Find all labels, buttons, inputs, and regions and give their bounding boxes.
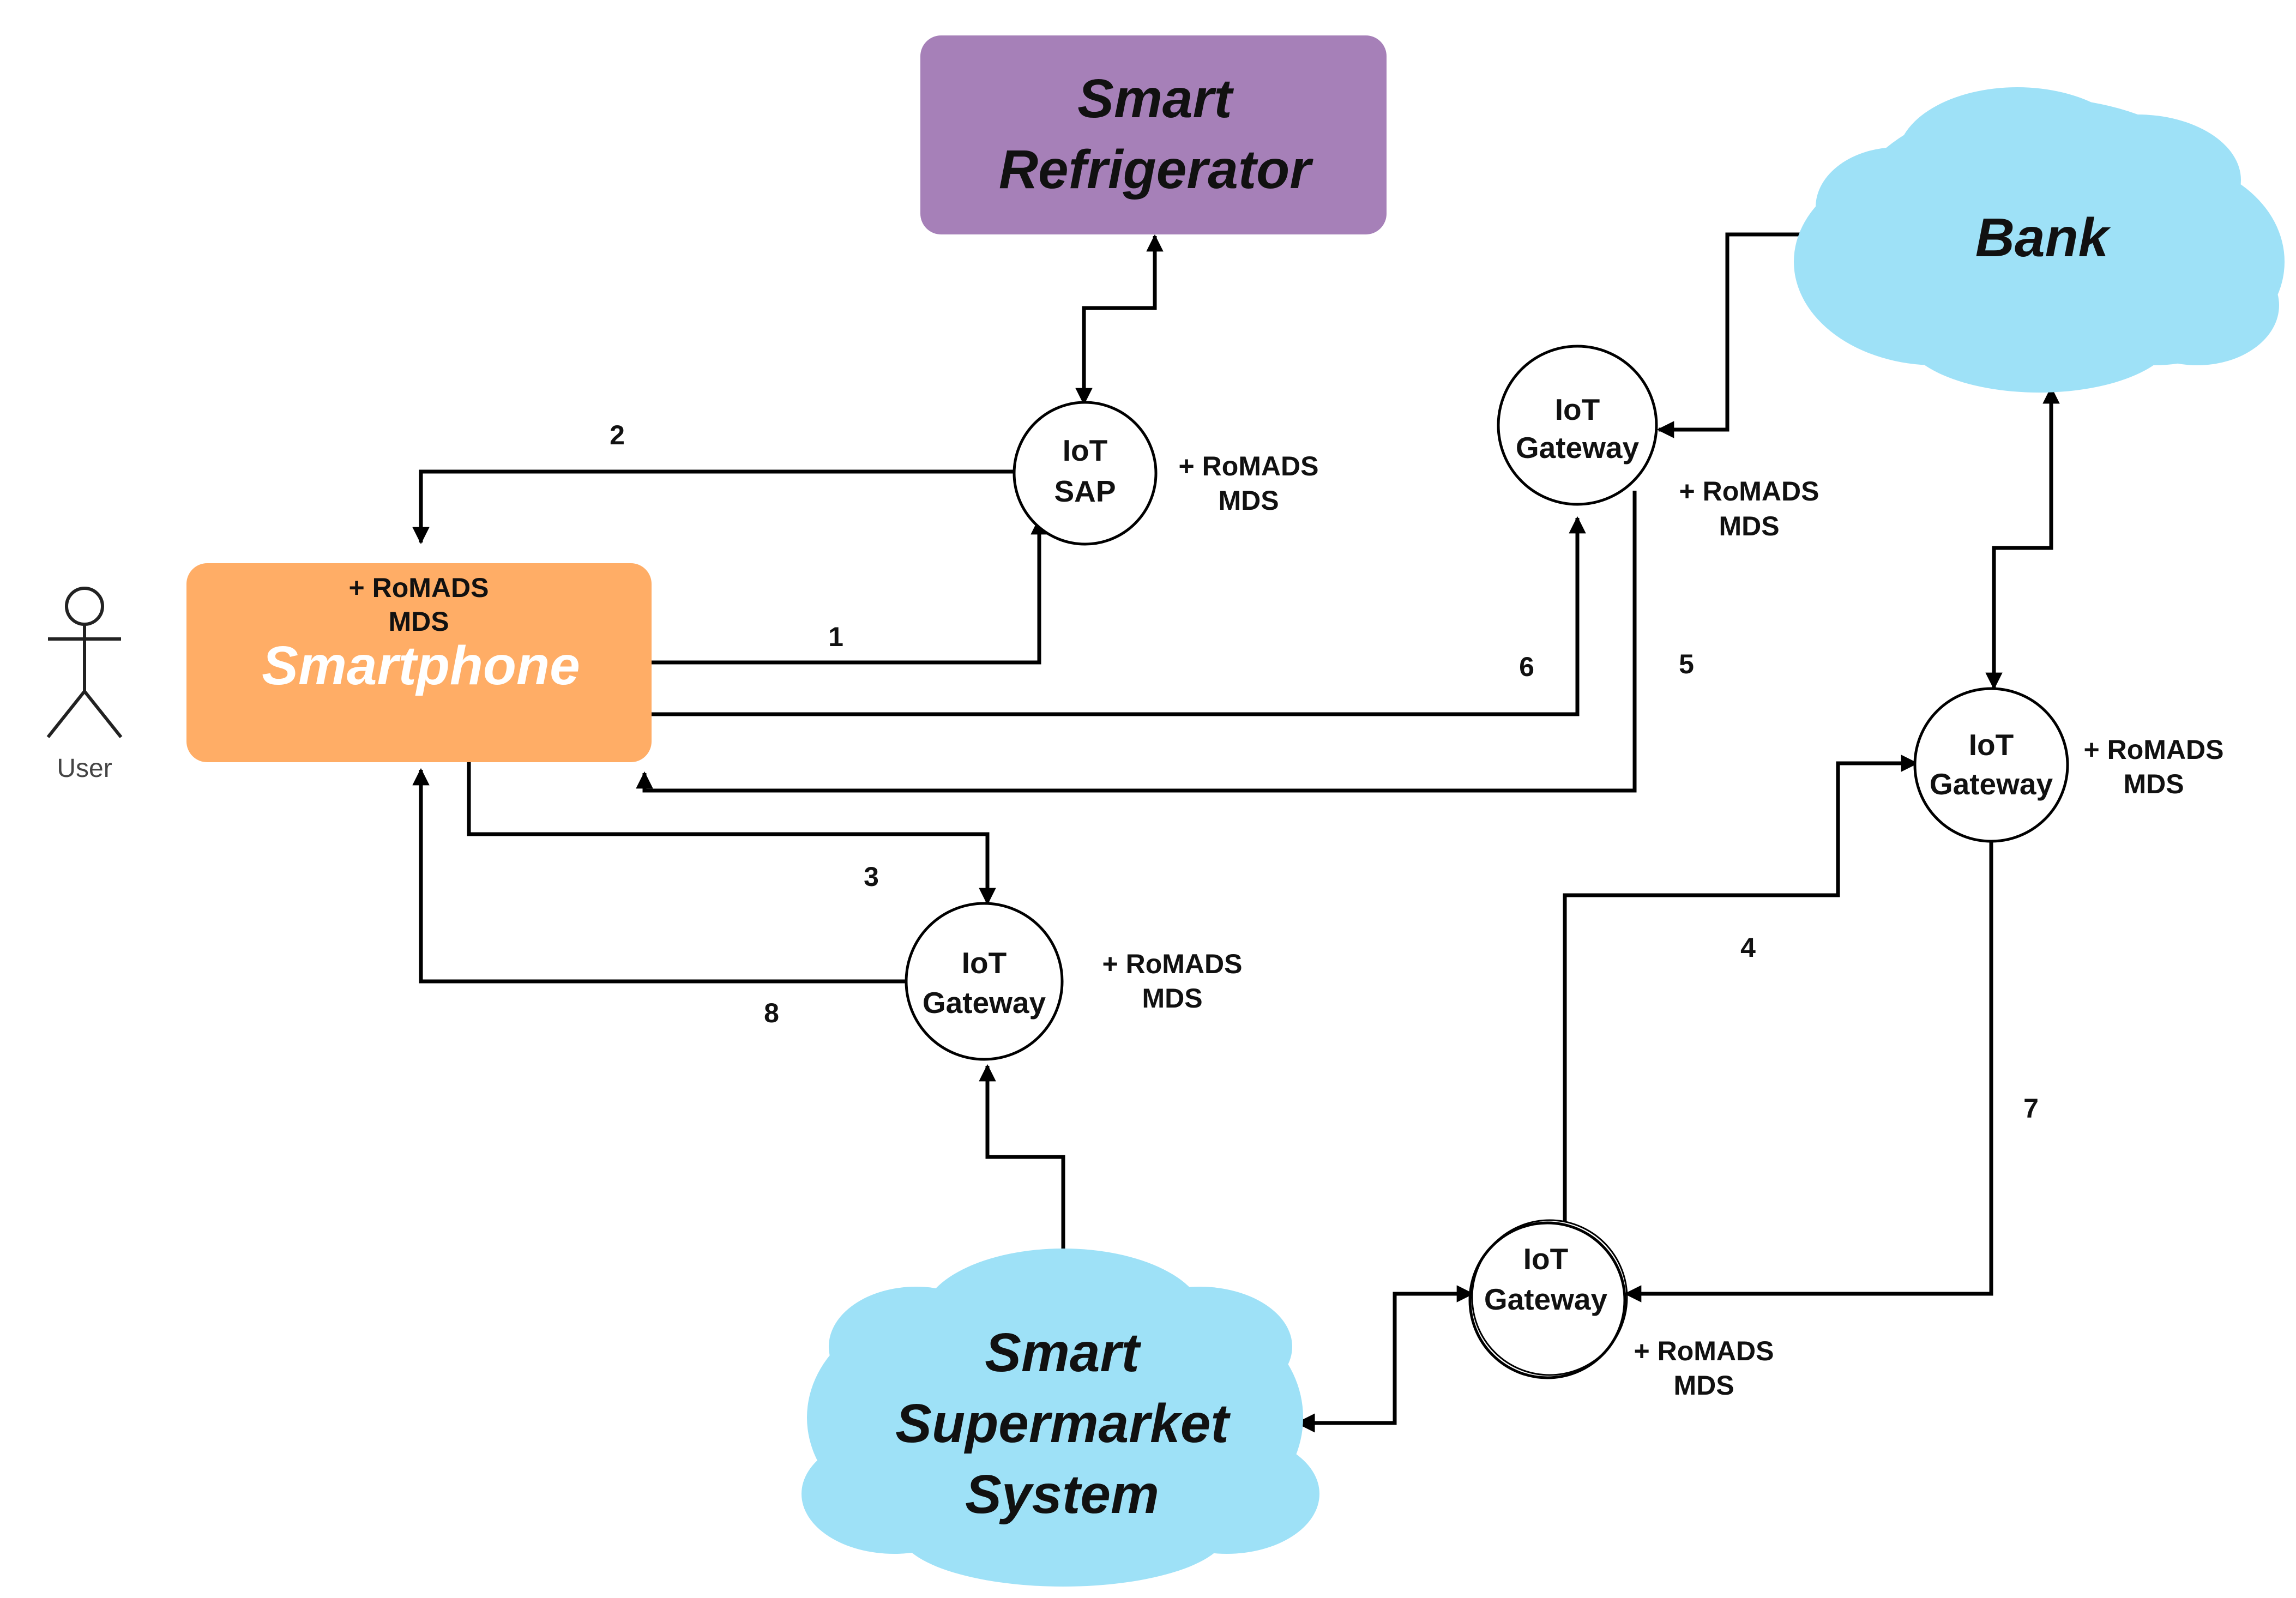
supermarket-line2: Supermarket: [895, 1393, 1231, 1454]
bank-gateway-line2: Gateway: [1516, 431, 1640, 465]
market-gateway-node: IoT Gateway + RoMADS MDS: [1468, 1219, 1774, 1401]
bank-label: Bank: [1975, 207, 2111, 268]
iot-sap-node: IoT SAP + RoMADS MDS: [1013, 401, 1319, 546]
iot-sap-note-line1: + RoMADS: [1179, 451, 1319, 481]
market-gateway-circle: [1468, 1221, 1626, 1379]
smartphone-node: + RoMADS MDS Smartphone: [186, 563, 652, 762]
edge-label-5: 5: [1679, 649, 1694, 679]
smart-refrigerator-node: Smart Refrigerator: [920, 35, 1387, 234]
edge-5: [636, 491, 1637, 793]
edges: [412, 226, 2060, 1433]
edge-labels: 2 1 6 5 3 8 4 7: [610, 420, 2039, 1124]
edge-refrigerator-sap: [1075, 234, 1164, 406]
edge-4: [1563, 755, 1919, 1221]
edge-label-3: 3: [864, 861, 879, 892]
user-actor: User: [46, 587, 123, 783]
right-gateway-node: IoT Gateway + RoMADS MDS: [1913, 687, 2224, 843]
right-gateway-note-line1: + RoMADS: [2084, 734, 2224, 765]
edge-label-8: 8: [764, 998, 779, 1028]
edge-7: [1624, 842, 1993, 1302]
supermarket-node: Smart Supermarket System: [802, 1249, 1319, 1587]
refrigerator-box: [920, 35, 1387, 234]
user-icon: [46, 587, 123, 738]
bank-gateway-note-line1: + RoMADS: [1679, 476, 1819, 506]
edge-label-7: 7: [2023, 1093, 2039, 1124]
bank-node: Bank: [1794, 87, 2285, 393]
user-label: User: [57, 754, 112, 783]
edge-market-gateway-supermarket: [1295, 1285, 1474, 1433]
refrigerator-title-line2: Refrigerator: [999, 139, 1313, 200]
edge-8: [412, 768, 907, 984]
supermarket-line3: System: [965, 1464, 1159, 1525]
iot-sap-line2: SAP: [1054, 474, 1116, 508]
bank-gateway-node: IoT Gateway + RoMADS MDS: [1497, 345, 1819, 541]
market-gateway-note-line1: + RoMADS: [1634, 1336, 1774, 1366]
smartphone-label: Smartphone: [262, 635, 580, 696]
right-gateway-circle: [1913, 687, 2069, 843]
bank-gateway-circle: [1497, 345, 1658, 506]
phone-gateway-note-line1: + RoMADS: [1102, 949, 1243, 979]
phone-gateway-line2: Gateway: [923, 986, 1046, 1020]
edge-gateway-bank: [1656, 226, 1826, 438]
bank-cloud-shape: [1794, 87, 2285, 393]
edge-right-gateway-bank: [1985, 386, 2060, 690]
edge-2: [412, 469, 1020, 545]
supermarket-line1: Smart: [985, 1322, 1141, 1383]
market-gateway-line1: IoT: [1523, 1242, 1568, 1276]
edge-label-1: 1: [828, 622, 843, 652]
smartphone-note-line1: + RoMADS: [349, 572, 489, 603]
phone-gateway-note-line2: MDS: [1142, 983, 1202, 1014]
phone-gateway-line1: IoT: [962, 946, 1007, 980]
edge-label-6: 6: [1519, 652, 1534, 682]
market-gateway-note-line2: MDS: [1673, 1370, 1734, 1401]
edge-1: [652, 517, 1048, 665]
edge-label-2: 2: [610, 420, 625, 450]
edge-label-4: 4: [1740, 932, 1756, 963]
iot-sap-note-line2: MDS: [1218, 485, 1279, 516]
smartphone-note-line2: MDS: [388, 606, 449, 637]
edge-3: [467, 761, 996, 906]
right-gateway-line1: IoT: [1969, 728, 2014, 762]
iot-sap-line1: IoT: [1063, 433, 1107, 467]
edge-gateway-supermarket: [979, 1064, 1073, 1283]
right-gateway-line2: Gateway: [1930, 767, 2053, 801]
edge-6: [652, 516, 1586, 716]
market-gateway-line2: Gateway: [1484, 1282, 1608, 1316]
iot-sap-circle: [1013, 401, 1158, 546]
right-gateway-note-line2: MDS: [2123, 769, 2184, 799]
phone-gateway-circle: [905, 902, 1064, 1061]
bank-gateway-note-line2: MDS: [1719, 511, 1779, 541]
bank-gateway-line1: IoT: [1555, 393, 1600, 426]
market-gateway-circle-shadow: [1471, 1219, 1628, 1376]
phone-gateway-node: IoT Gateway + RoMADS MDS: [905, 902, 1243, 1061]
refrigerator-title-line1: Smart: [1077, 68, 1234, 129]
supermarket-cloud-shape: [802, 1249, 1319, 1587]
smartphone-box: [186, 563, 652, 762]
